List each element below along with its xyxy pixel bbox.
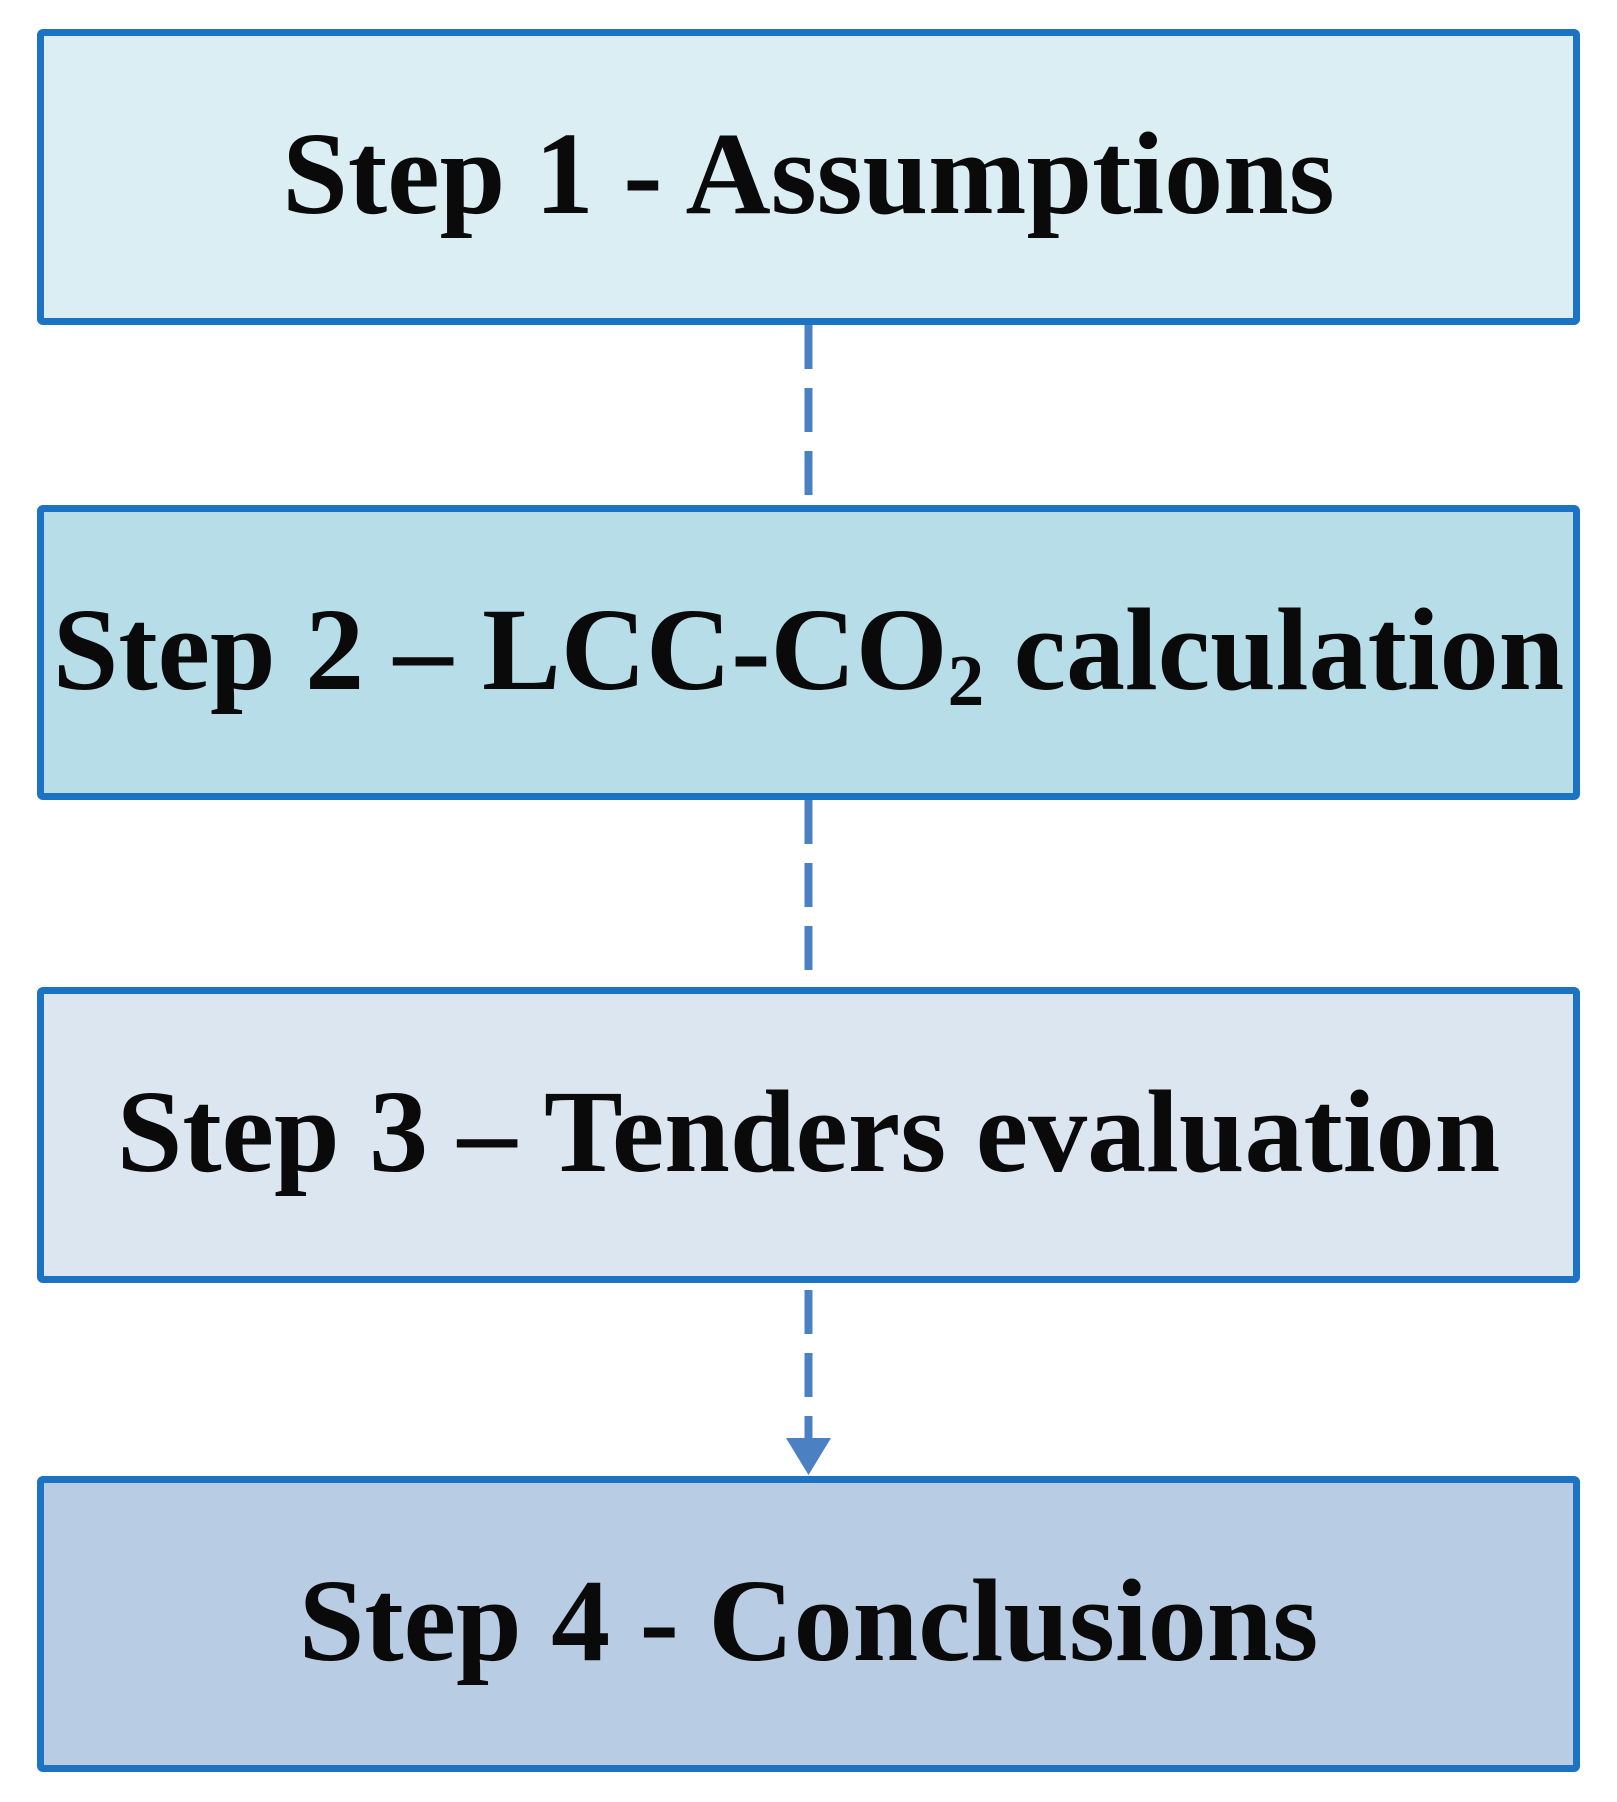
step-3-label: Step 3 – Tenders evaluation <box>116 1066 1501 1197</box>
step-3-box: Step 3 – Tenders evaluation <box>37 987 1580 1283</box>
step-1-label: Step 1 - Assumptions <box>282 108 1335 239</box>
step-4-label: Step 4 - Conclusions <box>298 1555 1319 1686</box>
step-2-label-suffix: calculation <box>984 583 1565 715</box>
step-2-label-subscript: 2 <box>947 639 985 721</box>
step-2-box: Step 2 – LCC-CO2 calculation <box>37 505 1580 800</box>
step-4-box: Step 4 - Conclusions <box>37 1476 1580 1772</box>
step-1-box: Step 1 - Assumptions <box>37 29 1580 325</box>
step-2-label: Step 2 – LCC-CO2 calculation <box>53 590 1565 717</box>
step-2-label-prefix: Step 2 – LCC-CO <box>52 583 948 715</box>
arrow-down-icon <box>786 1438 831 1475</box>
